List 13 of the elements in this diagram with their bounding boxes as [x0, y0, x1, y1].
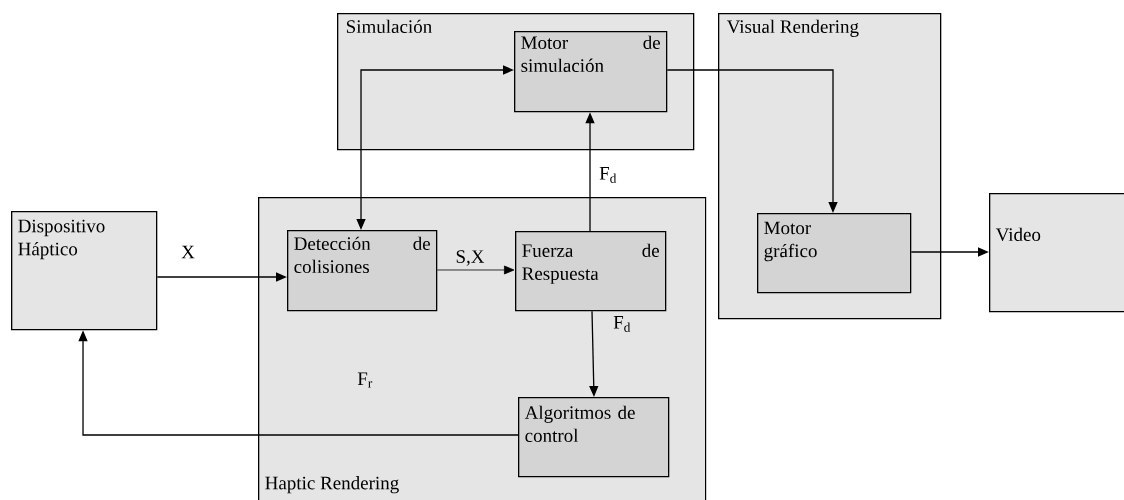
edge-label: S,X — [456, 250, 485, 266]
arrow — [436, 265, 515, 275]
process-box: Algoritmos de control — [518, 397, 670, 478]
process-box: Dispositivo Háptico — [11, 211, 158, 331]
edge-label: F$_{r}$ — [357, 372, 373, 388]
edge-label: F$_{d}$ — [613, 316, 631, 332]
process-box: Detección de colisiones — [287, 230, 438, 312]
process-box: Motor gráfico — [757, 213, 912, 294]
edge-label: F$_{d}$ — [599, 167, 617, 183]
process-box: Video — [989, 193, 1124, 313]
process-box: Fuerza de Respuesta — [515, 231, 667, 312]
edge-label: X — [181, 245, 195, 259]
process-box: Motor de simulación — [514, 31, 668, 113]
